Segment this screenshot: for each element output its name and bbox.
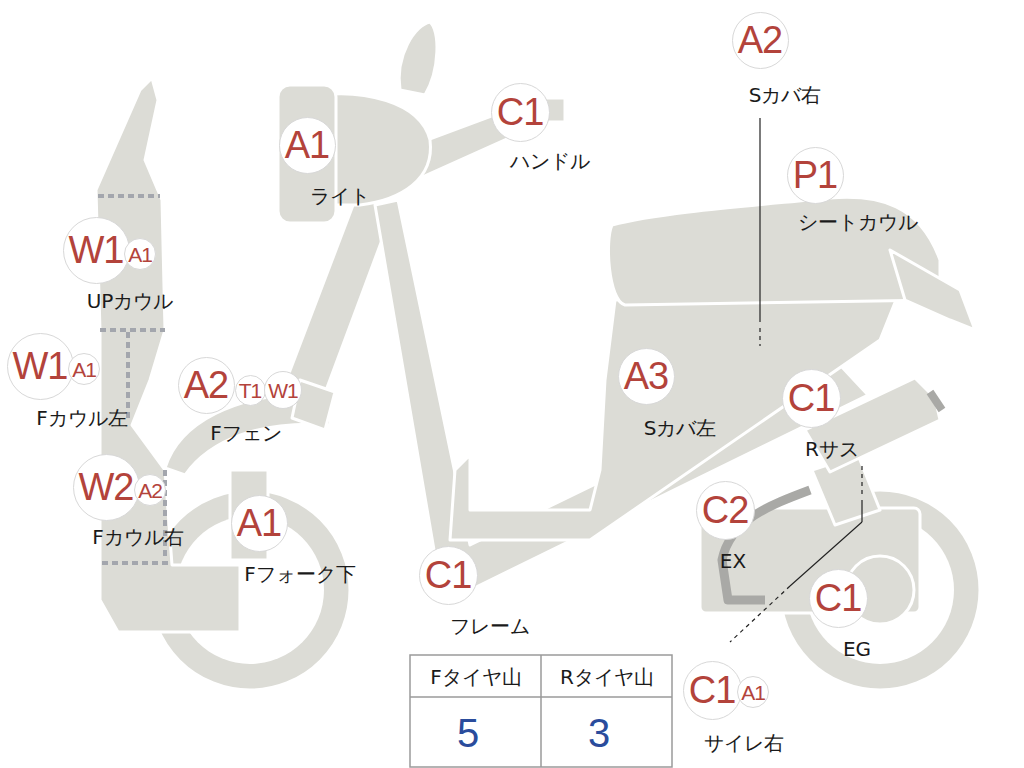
callout-circle: A2Fフェン bbox=[178, 357, 235, 414]
part-name: Fカウル左 bbox=[36, 407, 128, 429]
table-header: Fタイヤ山 bbox=[430, 667, 522, 687]
tread-table bbox=[410, 655, 672, 767]
part-name: Sカバ右 bbox=[749, 84, 822, 106]
damage-code: C1 bbox=[419, 546, 478, 605]
part-name: Fカウル右 bbox=[92, 526, 184, 548]
damage-code: W1 bbox=[63, 217, 130, 284]
damage-code: A2 bbox=[732, 12, 789, 69]
part-name: EG bbox=[843, 638, 871, 660]
callout-circle: A1ライト bbox=[279, 117, 336, 174]
leader-line bbox=[861, 500, 862, 522]
leader-line bbox=[861, 466, 862, 498]
table-header: Rタイヤ山 bbox=[560, 667, 654, 687]
part-name: サイレ右 bbox=[704, 732, 784, 754]
tail-cowl bbox=[890, 250, 975, 330]
sub-callout-circle: A1 bbox=[68, 353, 100, 385]
callout-circle: W1UPカウル bbox=[63, 217, 130, 284]
callout-circle: W2Fカウル右 bbox=[73, 454, 140, 521]
part-name: Sカバ左 bbox=[644, 417, 717, 439]
callout-circle: A1Fフォーク下 bbox=[231, 495, 288, 552]
damage-code: A1 bbox=[231, 495, 288, 552]
damage-code: A1 bbox=[279, 117, 336, 174]
damage-code: C2 bbox=[696, 481, 755, 540]
damage-code: A3 bbox=[618, 348, 675, 405]
part-name: フレーム bbox=[450, 615, 530, 637]
part-name: ライト bbox=[310, 185, 370, 207]
muffler-end bbox=[930, 392, 942, 410]
sub-callout-circle: A1 bbox=[124, 238, 156, 270]
callout-circle: C1ハンドル bbox=[491, 83, 550, 142]
damage-code: W1 bbox=[264, 371, 302, 409]
part-name: EX bbox=[720, 550, 746, 572]
damage-code: A1 bbox=[737, 676, 769, 708]
seam-line bbox=[102, 561, 172, 565]
sub-callout-circle: W1 bbox=[264, 371, 302, 409]
table-rule bbox=[540, 655, 542, 767]
table-value: 5 bbox=[457, 713, 479, 753]
seam-line bbox=[98, 194, 160, 198]
callout-circle: C1Rサス bbox=[782, 369, 841, 428]
callout-circle: C1EG bbox=[809, 569, 868, 628]
damage-code: C1 bbox=[491, 83, 550, 142]
callout-circle: C1フレーム bbox=[419, 546, 478, 605]
side-cover bbox=[450, 290, 900, 540]
mirror bbox=[399, 22, 437, 95]
leader-line bbox=[759, 328, 760, 346]
callout-circle: C2EX bbox=[696, 481, 755, 540]
damage-code: T1 bbox=[235, 375, 266, 406]
damage-code: C1 bbox=[782, 369, 841, 428]
part-name: ハンドル bbox=[510, 150, 590, 172]
sub-callout-circle: A1 bbox=[737, 676, 769, 708]
callout-circle: P1シートカウル bbox=[787, 147, 844, 204]
table-value: 3 bbox=[588, 713, 610, 753]
callout-circle: W1Fカウル左 bbox=[7, 333, 74, 400]
damage-code: P1 bbox=[787, 147, 844, 204]
damage-code: C1 bbox=[809, 569, 868, 628]
part-name: Fフォーク下 bbox=[244, 563, 356, 585]
part-name: Fフェン bbox=[210, 422, 282, 444]
leader-line bbox=[759, 118, 760, 322]
callout-circle: A3Sカバ左 bbox=[618, 348, 675, 405]
part-name: UPカウル bbox=[87, 290, 174, 312]
damage-code: A2 bbox=[134, 474, 166, 506]
seam-line bbox=[100, 328, 165, 332]
damage-code: A1 bbox=[124, 238, 156, 270]
front-cowl bbox=[96, 78, 240, 632]
part-name: Rサス bbox=[805, 438, 859, 460]
sub-callout-circle: T1 bbox=[235, 375, 266, 406]
damage-code: A1 bbox=[68, 353, 100, 385]
callout-circle: C1サイレ右 bbox=[683, 661, 742, 720]
leader-line bbox=[730, 586, 790, 642]
sub-callout-circle: A2 bbox=[134, 474, 166, 506]
damage-code: W1 bbox=[7, 333, 74, 400]
damage-code: A2 bbox=[178, 357, 235, 414]
callout-circle: A2Sカバ右 bbox=[732, 12, 789, 69]
damage-code: C1 bbox=[683, 661, 742, 720]
damage-code: W2 bbox=[73, 454, 140, 521]
part-name: シートカウル bbox=[798, 211, 918, 233]
